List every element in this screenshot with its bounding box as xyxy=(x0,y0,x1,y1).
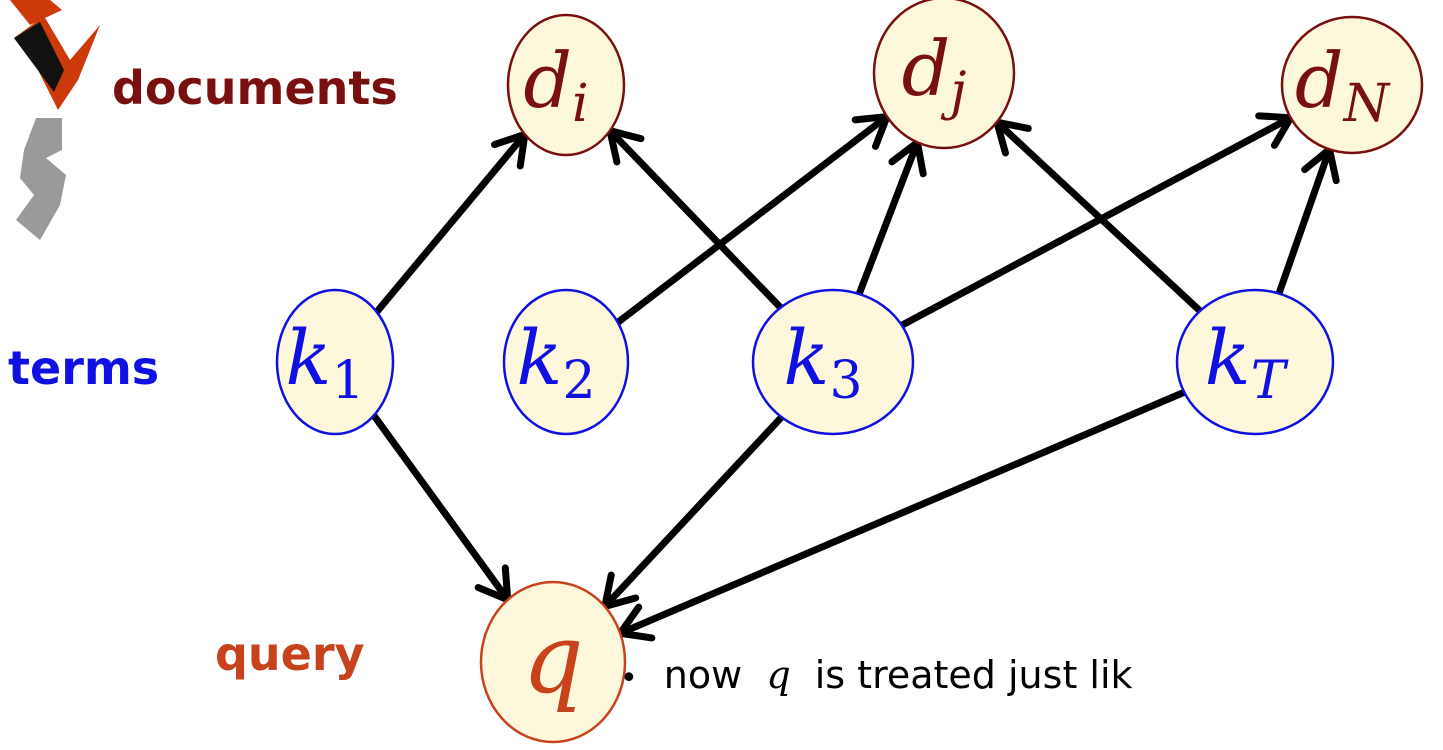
node-label-subscript: N xyxy=(1342,74,1391,134)
edge-k_T-to-d_j xyxy=(994,119,1203,314)
node-label-base: k xyxy=(285,313,331,402)
note-text: • now q is treated just lik xyxy=(620,653,1133,697)
node-label-base: d xyxy=(902,24,951,113)
node-circle xyxy=(506,13,626,157)
node-circle xyxy=(479,580,627,744)
edge-k_3-to-q xyxy=(602,414,785,609)
node-label: k3 xyxy=(783,313,862,411)
node-circle xyxy=(1175,288,1335,436)
node-k-2: k2 xyxy=(502,288,630,436)
node-circle xyxy=(275,288,395,436)
note-bullet: • xyxy=(620,661,638,696)
documents-label: documents xyxy=(112,61,398,115)
node-label-base: d xyxy=(1295,36,1344,125)
node-label-base: k xyxy=(1205,313,1251,402)
edge-k_T-to-q xyxy=(618,389,1186,637)
edges xyxy=(371,112,1340,642)
pen-icon xyxy=(10,0,100,240)
query-label: query xyxy=(215,627,365,681)
node-d-j: dj xyxy=(872,0,1016,150)
node-k-T: kT xyxy=(1175,288,1335,436)
node-label: dj xyxy=(902,24,967,122)
node-circle xyxy=(751,288,915,436)
node-label-subscript: T xyxy=(1251,351,1289,411)
edge-k_2-to-d_j xyxy=(615,113,890,326)
edge-k_3-to-d_N xyxy=(900,114,1293,329)
node-label-subscript: 2 xyxy=(562,351,595,411)
node-label-subscript: 3 xyxy=(829,351,862,411)
node-label-base: d xyxy=(523,36,572,125)
node-d-i: di xyxy=(506,13,626,157)
node-k-1: k1 xyxy=(275,288,395,436)
node-label: kT xyxy=(1205,313,1289,411)
node-label: dN xyxy=(1295,36,1391,134)
node-label: k2 xyxy=(516,313,595,411)
node-d-N: dN xyxy=(1280,15,1424,155)
edge-k_3-to-d_i xyxy=(607,128,784,311)
node-label: k1 xyxy=(285,313,364,411)
note-prefix: now xyxy=(664,653,742,697)
node-label: di xyxy=(523,36,588,134)
edge-k_1-to-d_i xyxy=(374,132,528,315)
terms-label: terms xyxy=(8,341,159,395)
edge-k_T-to-d_N xyxy=(1275,148,1333,295)
note-suffix: is treated just lik xyxy=(815,653,1133,697)
node-q: q xyxy=(479,580,627,744)
node-label-base: k xyxy=(783,313,829,402)
node-label-subscript: 1 xyxy=(331,351,364,411)
node-circle xyxy=(872,0,1016,150)
node-label: q xyxy=(522,603,583,715)
node-label-base: k xyxy=(516,313,562,402)
edge-k_3-to-d_j xyxy=(855,141,921,296)
node-circle xyxy=(1280,15,1424,155)
node-k-3: k3 xyxy=(751,288,915,436)
node-label-subscript: i xyxy=(572,74,589,134)
node-label-base: q xyxy=(522,603,583,715)
node-circle xyxy=(502,288,630,436)
edge-k_1-to-q xyxy=(371,413,511,602)
note-var: q xyxy=(766,653,790,697)
